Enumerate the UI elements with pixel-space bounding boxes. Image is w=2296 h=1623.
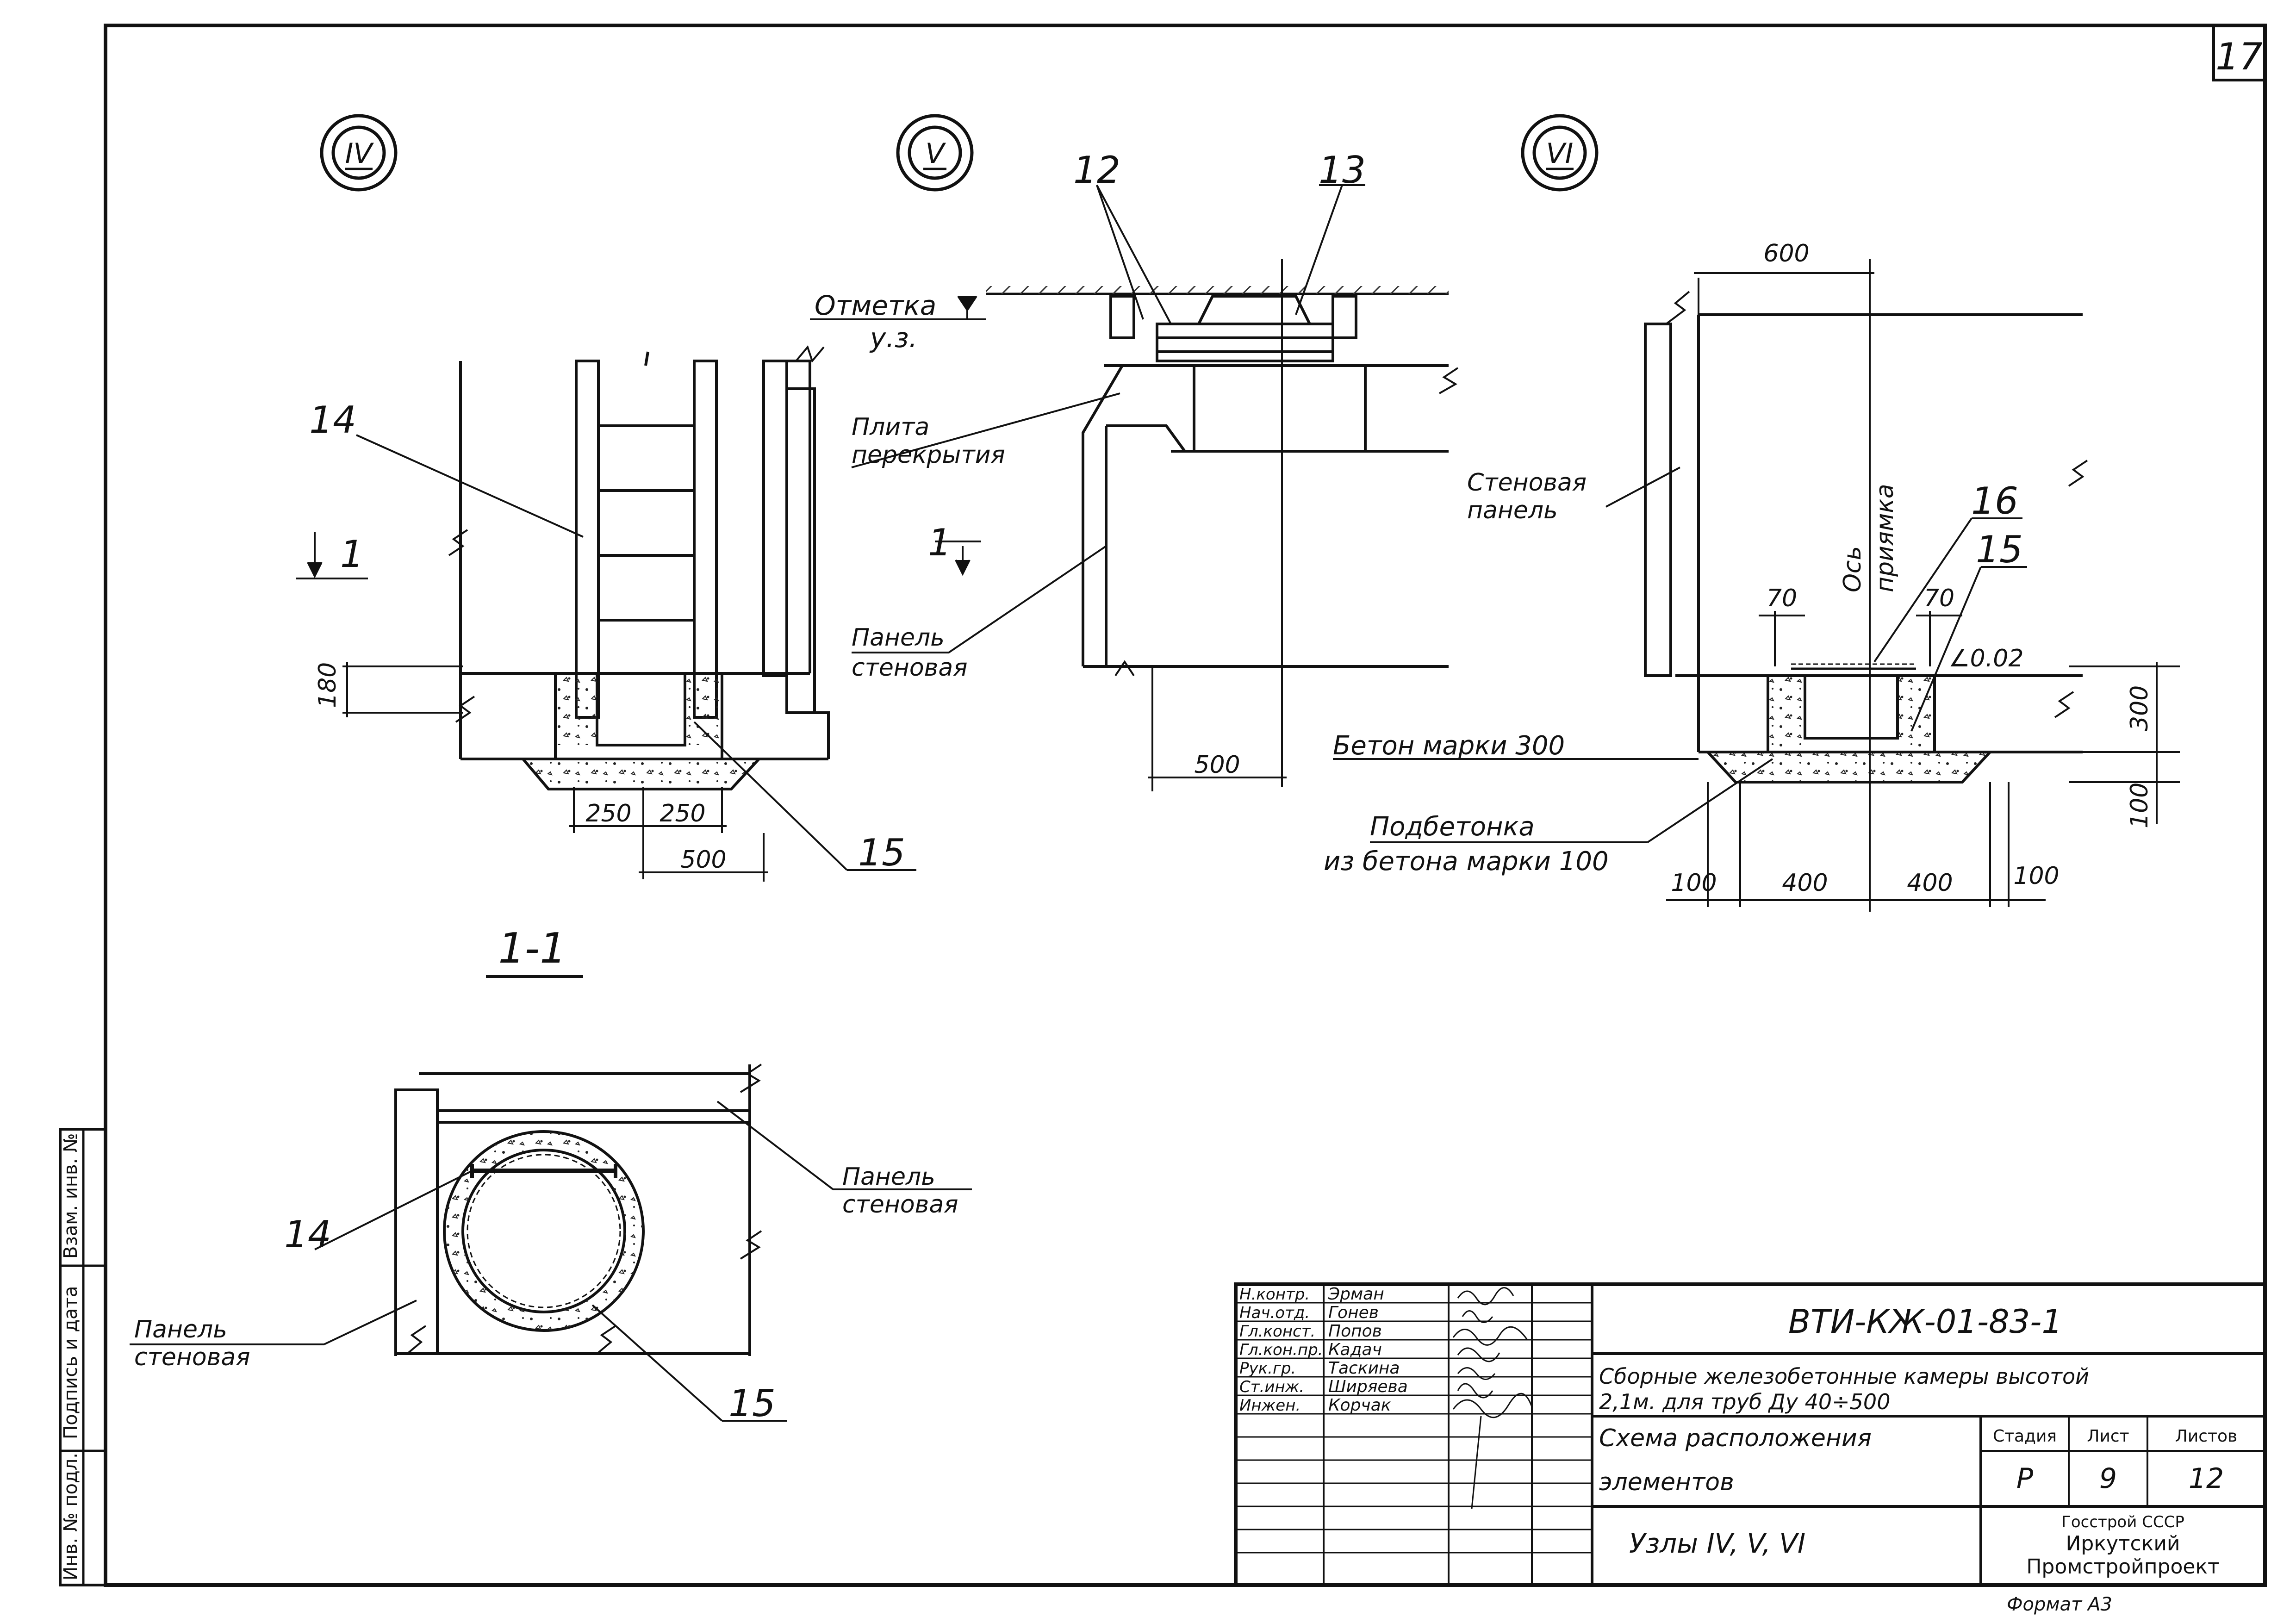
staff-name-6: Ширяева	[1328, 1377, 1408, 1396]
nodes-line: Узлы IV, V, VI	[1629, 1528, 1805, 1559]
signature-scribbles	[1452, 1287, 1533, 1509]
hdr-sheet: Лист	[2087, 1427, 2129, 1446]
org-line3: Промстройпроект	[2026, 1555, 2219, 1579]
node-vi-wall-line2: панель	[1467, 497, 1558, 524]
project-line1: Сборные железобетонные камеры высотой	[1599, 1364, 2089, 1389]
section-1-1-annotations	[130, 1101, 972, 1422]
staff-role-3: Гл.конст.	[1239, 1322, 1315, 1341]
staff-name-7: Корчак	[1328, 1396, 1391, 1415]
staff-name-2: Гонев	[1328, 1303, 1379, 1322]
node-vi-wall-line1: Стеновая	[1467, 469, 1587, 497]
node-vi-dim-400a: 400	[1782, 869, 1828, 897]
section-1-1-panel-l-line1: Панель	[134, 1316, 227, 1343]
node-iv-annotations	[296, 434, 916, 882]
staff-name-5: Таскина	[1328, 1359, 1400, 1378]
section-1-1-panel-r-line2: стеновая	[842, 1191, 958, 1219]
node-iv-dim-250a: 250	[585, 800, 631, 827]
node-vi-slope: ∠0.02	[1948, 645, 2023, 672]
node-iv-pos-14: 14	[309, 398, 356, 442]
node-vi-axis-line1: Ось	[1839, 546, 1867, 592]
title-block	[1234, 1282, 2267, 1587]
node-v-annotations	[810, 184, 1365, 791]
node-vi-dim-400b: 400	[1907, 869, 1953, 897]
node-v-panel-line1: Панель	[852, 624, 945, 652]
stamp-inv-replace: Взам. инв. №	[60, 1133, 81, 1259]
node-vi-pos-15: 15	[1976, 528, 2023, 571]
sheets-total-value: 12	[2189, 1462, 2224, 1495]
node-iv-drawing	[448, 345, 830, 790]
node-v-slab-line2: перекрытия	[852, 441, 1005, 469]
node-v-section-mark: 1	[928, 521, 952, 564]
sheet-title-line1: Схема расположения	[1599, 1424, 1872, 1452]
node-vi-dim-100b: 100	[2013, 862, 2059, 890]
node-marker-iv	[320, 114, 398, 192]
node-vi-dim-100-v: 100	[2126, 783, 2153, 828]
node-marker-v	[896, 114, 974, 192]
node-vi-dim-300: 300	[2126, 685, 2153, 731]
org-line2: Иркутский	[2066, 1532, 2180, 1555]
node-vi-dim-70b: 70	[1924, 585, 1954, 612]
page-number: 17	[2215, 35, 2263, 78]
staff-role-4: Гл.кон.пр.	[1239, 1341, 1323, 1359]
staff-name-4: Кадач	[1328, 1340, 1382, 1359]
node-vi-prep-line1: Подбетонка	[1370, 812, 1535, 842]
hdr-stage: Стадия	[1993, 1427, 2057, 1446]
node-label-v: V	[925, 137, 946, 170]
drawing-code: ВТИ-КЖ-01-83-1	[1788, 1303, 2062, 1341]
sheet-title-line2: элементов	[1599, 1468, 1734, 1496]
section-1-1-panel-r-line1: Панель	[842, 1163, 935, 1191]
staff-role-1: Н.контр.	[1239, 1285, 1310, 1304]
node-iv-pos-15: 15	[858, 831, 905, 874]
node-v-level-line2: у.з.	[869, 322, 917, 354]
node-iv-dim-500: 500	[680, 846, 726, 874]
node-v-pos-12: 12	[1073, 149, 1120, 192]
staff-name-3: Попов	[1328, 1322, 1382, 1341]
node-iv-dim-250b: 250	[660, 800, 705, 827]
section-1-1-title: 1-1	[498, 924, 566, 973]
node-v-panel-line2: стеновая	[852, 654, 967, 682]
node-vi-prep-line2: из бетона марки 100	[1324, 846, 1609, 877]
hdr-sheets: Листов	[2175, 1427, 2237, 1446]
node-v-level-line1: Отметка	[815, 290, 936, 321]
side-stamp: Взам. инв. № Подпись и дата Инв. № подл.	[59, 1128, 107, 1586]
node-iv-dim-180: 180	[314, 662, 342, 708]
node-label-iv: IV	[345, 137, 374, 170]
section-1-1-pos-14: 14	[284, 1213, 331, 1256]
sheet-frame	[104, 24, 2267, 1587]
section-1-1-pos-15: 15	[728, 1382, 776, 1425]
node-iv-section-mark: 1	[340, 533, 364, 576]
node-marker-vi	[1521, 114, 1599, 192]
staff-name-1: Эрман	[1328, 1285, 1384, 1304]
stage-value: Р	[2016, 1462, 2034, 1495]
node-v-pos-13: 13	[1319, 149, 1366, 192]
title-block-staff-rows	[1236, 1302, 1592, 1554]
node-vi-drawing	[1644, 259, 2088, 912]
org-line1: Госстрой СССР	[2061, 1513, 2184, 1531]
format-label: Формат А3	[2007, 1594, 2112, 1615]
sheet-no-value: 9	[2099, 1462, 2117, 1495]
project-line2: 2,1м. для труб Ду 40÷500	[1599, 1389, 1890, 1414]
node-vi-annotations	[1333, 259, 2180, 907]
staff-role-5: Рук.гр.	[1239, 1359, 1296, 1378]
node-vi-pos-16: 16	[1971, 479, 2018, 522]
node-label-vi: VI	[1546, 137, 1574, 170]
node-vi-concrete-label: Бетон марки 300	[1333, 731, 1565, 761]
node-v-dim-500: 500	[1194, 751, 1240, 779]
node-v-slab-line1: Плита	[852, 413, 929, 441]
staff-table: Н.контр. Эрман Нач.отд. Гонев Гл.конст. …	[1239, 1285, 1408, 1415]
node-vi-dim-100a: 100	[1671, 869, 1717, 897]
node-vi-axis-line2: приямка	[1871, 484, 1899, 592]
staff-role-6: Ст.инж.	[1239, 1378, 1304, 1396]
staff-role-2: Нач.отд.	[1239, 1304, 1310, 1322]
staff-role-7: Инжен.	[1239, 1396, 1300, 1415]
section-1-1-drawing	[394, 1063, 762, 1356]
node-vi-dim-70a: 70	[1767, 585, 1797, 612]
section-1-1-panel-l-line2: стеновая	[134, 1343, 250, 1371]
stamp-inv-orig: Инв. № подл.	[60, 1453, 81, 1580]
node-vi-dim-600: 600	[1763, 240, 1809, 267]
node-v-drawing	[986, 259, 1459, 787]
stamp-sign-date: Подпись и дата	[60, 1286, 81, 1439]
